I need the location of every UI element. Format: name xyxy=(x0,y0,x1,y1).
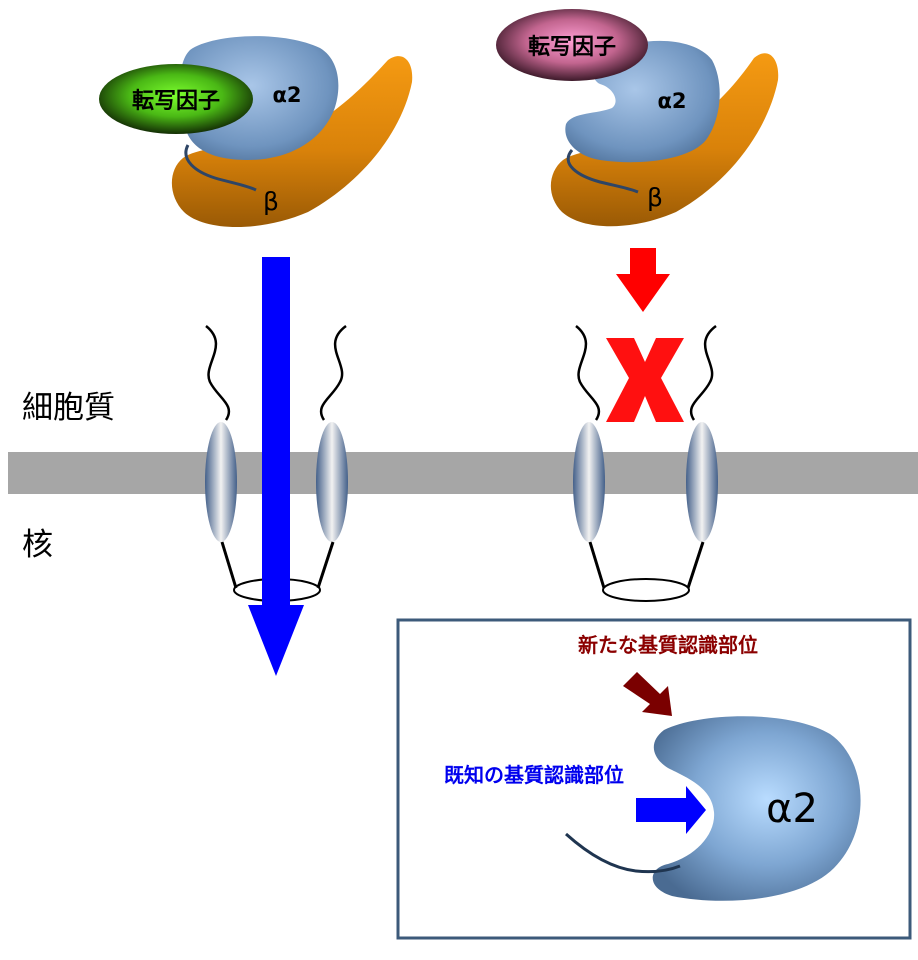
left-alpha-protein xyxy=(180,36,339,160)
right-pore-filament-right xyxy=(689,324,717,421)
left-complex: 転写因子 α2 β xyxy=(99,36,413,227)
right-alpha-tail xyxy=(566,149,639,194)
right-factor-label: 転写因子 xyxy=(528,34,616,60)
left-transcription-factor xyxy=(99,64,253,134)
left-nuclear-pore xyxy=(205,324,348,602)
right-pore-ring-right xyxy=(686,422,718,542)
left-pore-ring-right xyxy=(316,422,348,542)
blue-arrow-icon xyxy=(248,257,304,676)
right-pore-ring-left xyxy=(573,422,605,542)
left-beta-label: β xyxy=(263,187,279,216)
big-alpha-protein xyxy=(652,716,861,901)
right-transcription-factor xyxy=(496,9,648,81)
right-beta-label: β xyxy=(647,183,663,212)
known-site-label: 既知の基質認識部位 xyxy=(444,763,624,787)
right-alpha-label: α2 xyxy=(657,89,686,113)
left-pore-ring-left xyxy=(205,422,237,542)
left-pore-filament-left xyxy=(205,325,231,421)
left-pore-filament-right xyxy=(319,324,347,421)
nuclear-membrane xyxy=(8,452,918,494)
known-site-arrow-icon xyxy=(636,786,706,834)
x-mark-icon xyxy=(606,338,684,422)
right-complex: 転写因子 α2 β xyxy=(496,9,779,227)
right-nuclear-basket xyxy=(602,578,690,602)
cytoplasm-label: 細胞質 xyxy=(22,390,115,426)
nucleus-label: 核 xyxy=(22,527,53,563)
right-nuclear-pore xyxy=(573,324,718,602)
detail-box: 新たな基質認識部位 α2 既知の基質認識部位 xyxy=(396,618,912,940)
right-pore-filament-left xyxy=(575,325,601,421)
left-factor-label: 転写因子 xyxy=(132,88,220,114)
maroon-arrow-icon xyxy=(623,672,672,716)
big-alpha-label: α2 xyxy=(766,786,818,832)
big-alpha-tail xyxy=(564,832,681,874)
new-site-label: 新たな基質認識部位 xyxy=(578,633,758,657)
left-alpha-tail xyxy=(184,144,257,192)
red-arrow-icon xyxy=(616,248,670,312)
left-alpha-label: α2 xyxy=(272,83,301,107)
